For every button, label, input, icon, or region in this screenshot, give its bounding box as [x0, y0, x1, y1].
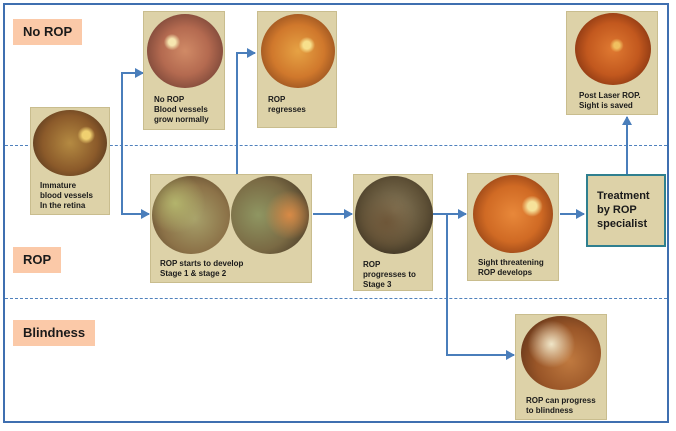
retina-photo-blindness	[521, 316, 601, 390]
caption-regresses: ROP regresses	[268, 95, 306, 114]
caption-blindness: ROP can progress to blindness	[526, 396, 596, 415]
retina-photo-immature	[33, 110, 107, 176]
card-immature-vessels: Immature blood vessels In the retina	[30, 107, 110, 215]
retina-photo-stage-1	[152, 176, 230, 254]
caption-immature: Immature blood vessels In the retina	[40, 181, 93, 210]
arrow-to-regresses	[236, 48, 256, 174]
card-stage-3: ROP progresses to Stage 3	[353, 174, 433, 291]
treatment-label: Treatment by ROP specialist	[597, 190, 650, 230]
arrow-to-no-rop	[121, 68, 144, 160]
card-regresses: ROP regresses	[257, 11, 337, 128]
arrow-to-blindness	[446, 214, 515, 360]
caption-sight-threatening: Sight threatening ROP develops	[478, 258, 544, 277]
caption-stage-1-2: ROP starts to develop Stage 1 & stage 2	[160, 259, 244, 278]
card-stage-1-2: ROP starts to develop Stage 1 & stage 2	[150, 174, 312, 283]
treatment-box: Treatment by ROP specialist	[586, 174, 666, 247]
retina-photo-post-laser	[575, 13, 651, 85]
divider-rop-blindness	[5, 298, 667, 299]
zone-label-no-rop: No ROP	[13, 19, 83, 45]
card-sight-threatening: Sight threatening ROP develops	[467, 173, 559, 281]
caption-no-rop-normal: No ROP Blood vessels grow normally	[154, 95, 209, 124]
card-post-laser: Post Laser ROP. Sight is saved	[566, 11, 658, 115]
arrow-to-stage12	[121, 160, 150, 219]
retina-photo-sight-threatening	[473, 175, 553, 253]
zone-label-blindness: Blindness	[13, 320, 96, 346]
caption-post-laser: Post Laser ROP. Sight is saved	[579, 91, 641, 110]
caption-stage-3: ROP progresses to Stage 3	[363, 260, 416, 289]
retina-photo-stage-3	[355, 176, 433, 254]
retina-photo-regresses	[261, 14, 335, 88]
retina-photo-stage-2	[231, 176, 309, 254]
card-no-rop-normal: No ROP Blood vessels grow normally	[143, 11, 225, 130]
zone-label-rop: ROP	[13, 247, 62, 273]
retina-photo-no-rop	[147, 14, 223, 88]
card-blindness: ROP can progress to blindness	[515, 314, 607, 420]
divider-no-rop-rop	[5, 145, 667, 146]
